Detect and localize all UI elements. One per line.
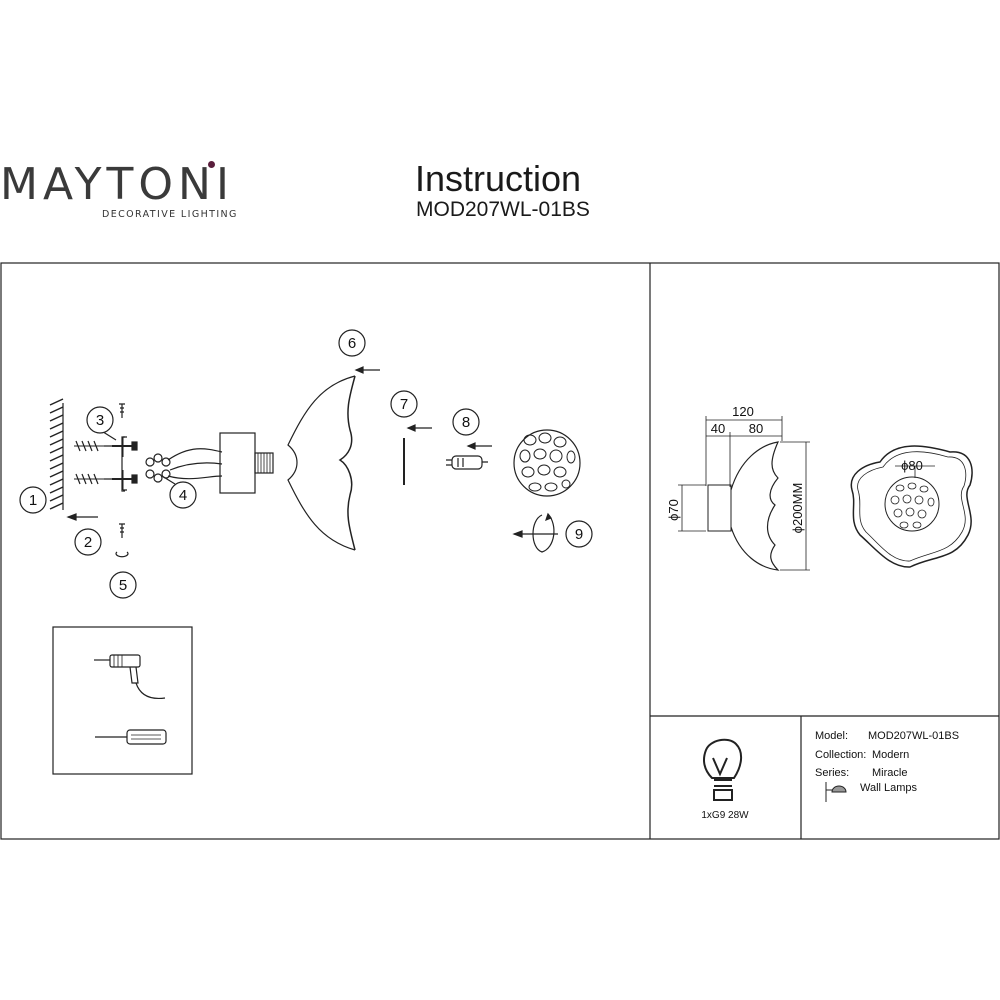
shade-side [287, 375, 356, 551]
step-callout-label: 9 [575, 526, 583, 543]
rotate-arrow-small [115, 551, 129, 558]
dim-shade [730, 441, 780, 571]
assembly-diagram [49, 366, 581, 558]
step-callout-4: 4 [169, 481, 197, 509]
spec-type-value: Wall Lamps [860, 782, 918, 794]
front-shade-inner [857, 451, 967, 562]
rotate-arrow-ball [512, 512, 558, 553]
drill-icon [94, 654, 166, 700]
step-callout-3: 3 [86, 406, 114, 434]
step-callout-circle [169, 481, 197, 509]
brand-logo: MAYTONI [0, 159, 234, 210]
bulb-spec: 1xG9 28W [701, 810, 749, 821]
grub-screw-bottom [119, 523, 125, 538]
step-callout-9: 9 [565, 520, 593, 548]
dim-base-diameter: ϕ70 [666, 499, 681, 521]
step-callout-circle [452, 408, 480, 436]
step-callout-circle [19, 486, 47, 514]
dimension-drawing [678, 416, 973, 571]
step-callout-circle [338, 329, 366, 357]
step-callout-label: 8 [462, 414, 470, 431]
step-callout-5: 5 [109, 571, 137, 599]
bracket [121, 436, 125, 492]
model-code: MOD207WL-01BS [416, 198, 590, 221]
wall-lamp-icon [825, 782, 847, 802]
pointer-arrows [354, 366, 492, 450]
step-callout-1: 1 [19, 486, 47, 514]
step-callout-circle [86, 406, 114, 434]
dim-shade-diameter: ϕ200MM [790, 483, 805, 534]
dim-bulb-diameter: ϕ80 [901, 458, 923, 473]
sheet-frame [0, 262, 1000, 840]
grub-screw-top [119, 403, 125, 418]
front-ball [884, 476, 940, 532]
step-callout-label: 5 [119, 577, 127, 594]
brand-logo-dot [208, 161, 215, 168]
step-callout-circle [109, 571, 137, 599]
step-callout-circle [74, 528, 102, 556]
spec-series-value: Miracle [872, 767, 907, 779]
step-callout-label: 2 [84, 534, 92, 551]
leader-4 [161, 475, 176, 485]
step-callout-label: 6 [348, 335, 356, 352]
wire-connectors [145, 448, 223, 483]
step-callout-label: 7 [400, 396, 408, 413]
dim-depth-total: 120 [732, 404, 754, 419]
step-callout-circle [565, 520, 593, 548]
step-callout-label: 4 [179, 487, 187, 504]
dim-base [707, 484, 732, 532]
step-callout-circle [390, 390, 418, 418]
base-cup [219, 432, 274, 494]
step-callout-label: 1 [29, 492, 37, 509]
screws [112, 436, 138, 491]
glass-ball [513, 429, 581, 497]
wall-hatch [49, 398, 64, 510]
wall-plugs [74, 440, 112, 485]
spec-model-label: Model: [815, 730, 848, 742]
front-ball-pattern [890, 482, 935, 529]
step-callout-7: 7 [390, 390, 418, 418]
page-title: Instruction [415, 158, 582, 199]
step-callout-6: 6 [338, 329, 366, 357]
dim-depth-shade: 80 [749, 421, 763, 436]
bulb-icon [703, 738, 742, 801]
step-callout-2: 2 [74, 528, 102, 556]
arrow-to-wall [66, 513, 98, 521]
dim-depth-base: 40 [711, 421, 725, 436]
g9-bulb [446, 455, 488, 470]
step-callouts: 1 2 3 4 5 6 7 8 9 [19, 329, 593, 599]
spec-series-label: Series: [815, 767, 849, 779]
screwdriver-icon [95, 729, 167, 745]
tools-box [52, 626, 193, 775]
spec-model-value: MOD207WL-01BS [868, 730, 959, 742]
spec-collection-label: Collection: [815, 749, 866, 761]
spec-collection-value: Modern [872, 749, 909, 761]
step-callout-8: 8 [452, 408, 480, 436]
brand-tagline: DECORATIVE LIGHTING [102, 209, 238, 220]
step-callout-label: 3 [96, 412, 104, 429]
front-shade-outer [850, 445, 973, 568]
